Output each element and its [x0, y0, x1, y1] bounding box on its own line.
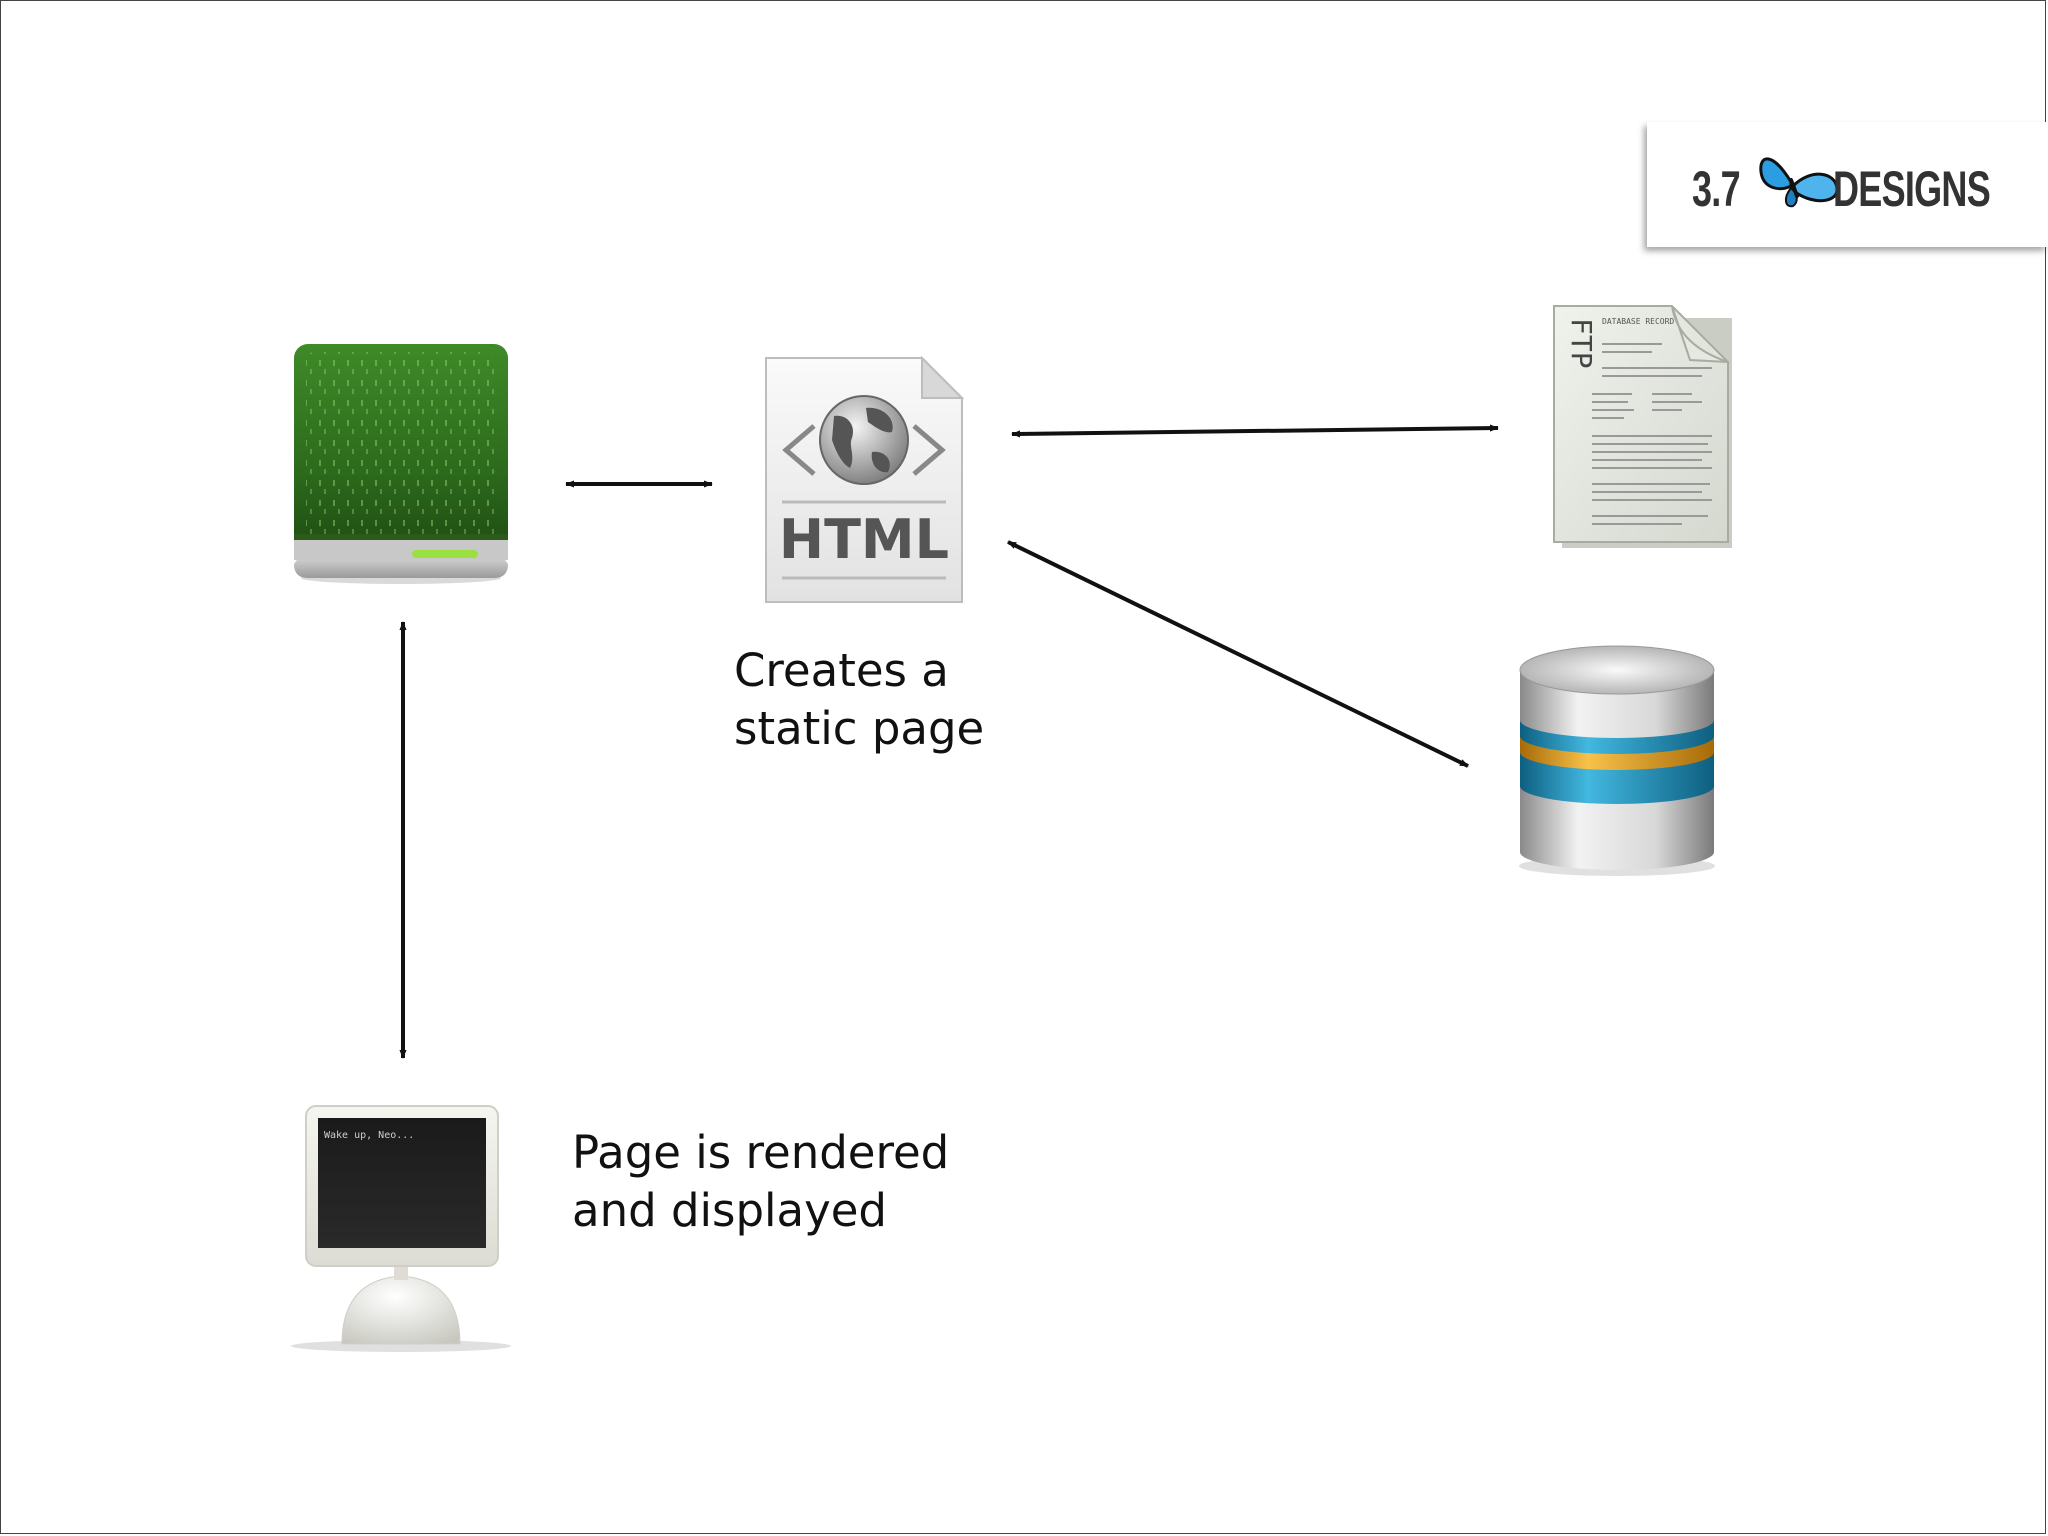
database-icon: [1519, 645, 1715, 876]
monitor-caption-line2: and displayed: [572, 1184, 887, 1237]
logo-word: DESIGNS: [1833, 161, 1991, 217]
html-caption: Creates a static page: [734, 642, 984, 758]
monitor-caption: Page is rendered and displayed: [572, 1124, 949, 1240]
ftp-document-icon: FTP DATABASE RECORD: [1553, 305, 1732, 548]
logo-card: 3.7 DESIGNS: [1647, 122, 2048, 247]
html-file-icon: HTML: [765, 356, 964, 603]
butterfly-icon: [1759, 157, 1839, 208]
arrow-html-ftp: [1011, 424, 1499, 438]
logo-number: 3.7: [1692, 161, 1741, 217]
html-caption-line1: Creates a: [734, 644, 949, 697]
monitor-icon: Wake up, Neo...: [291, 1105, 511, 1352]
monitor-caption-line1: Page is rendered: [572, 1126, 950, 1179]
arrow-html-database: [1007, 540, 1469, 768]
ftp-label: FTP: [1565, 318, 1598, 369]
server-drive-icon: [294, 344, 508, 584]
monitor-screen-text: Wake up, Neo...: [324, 1130, 414, 1141]
html-file-label: HTML: [779, 508, 949, 571]
html-caption-line2: static page: [734, 702, 985, 755]
ftp-heading: DATABASE RECORD: [1602, 317, 1674, 326]
